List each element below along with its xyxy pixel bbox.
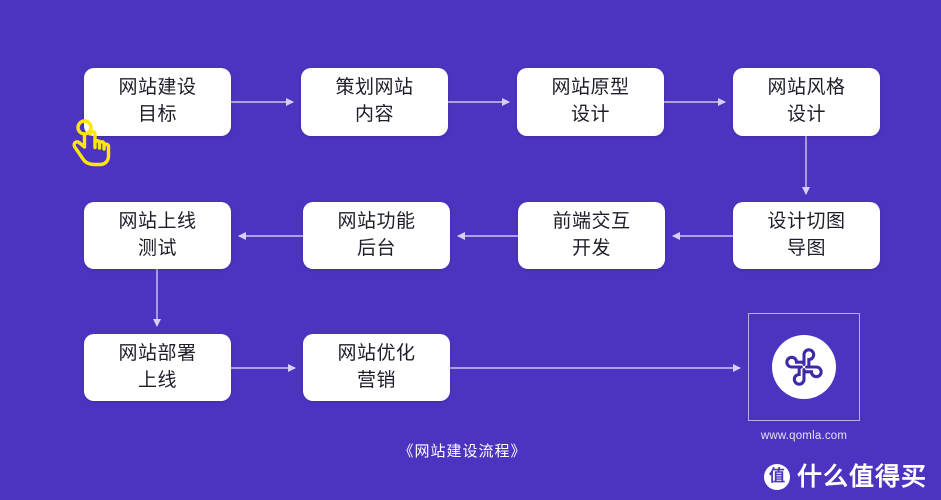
flow-node-n9[interactable]: 网站部署上线 (84, 334, 231, 401)
flow-node-n1[interactable]: 网站建设目标 (84, 68, 231, 136)
flow-node-line2: 营销 (356, 369, 396, 391)
flow-node-n2[interactable]: 策划网站内容 (301, 68, 448, 136)
tap-hand-cursor-icon (64, 116, 120, 172)
flow-node-line2: 测试 (137, 237, 177, 259)
flow-node-line2: 导图 (786, 237, 826, 259)
chart-caption-text: 《网站建设流程》 (398, 443, 527, 460)
flow-node-line1: 设计切图 (767, 210, 846, 232)
flow-node-line1: 网站建设 (118, 77, 197, 99)
flow-node-line1: 网站风格 (767, 77, 846, 99)
logo-frame (748, 313, 860, 421)
watermark-text: 什么值得买 (796, 462, 927, 491)
watermark: 值 什么值得买 (763, 462, 927, 491)
flow-node-line1: 网站功能 (337, 210, 416, 232)
flow-node-line2: 设计 (570, 104, 610, 125)
qomla-clover-logo (772, 335, 836, 399)
flow-node-line2: 开发 (571, 237, 611, 259)
flow-node-line2: 后台 (356, 237, 396, 259)
flow-node-n3[interactable]: 网站原型设计 (517, 68, 664, 136)
flow-node-n10[interactable]: 网站优化营销 (303, 334, 450, 401)
flow-node-line1: 前端交互 (552, 210, 631, 232)
flow-node-line1: 网站原型 (551, 77, 630, 99)
flow-node-n7[interactable]: 前端交互开发 (518, 202, 665, 269)
flow-node-line1: 网站优化 (337, 342, 416, 364)
flow-node-n6[interactable]: 网站功能后台 (303, 202, 450, 269)
flow-node-line1: 策划网站 (335, 77, 414, 99)
flow-node-line2: 设计 (786, 104, 826, 125)
flow-node-line1: 网站部署 (118, 342, 197, 364)
flow-node-line2: 上线 (137, 369, 177, 391)
flow-node-line2: 内容 (354, 104, 394, 125)
flow-node-line1: 网站上线 (118, 210, 197, 232)
flow-node-n8[interactable]: 设计切图导图 (733, 202, 880, 269)
flow-node-n4[interactable]: 网站风格设计 (733, 68, 880, 136)
flow-node-n5[interactable]: 网站上线测试 (84, 202, 231, 269)
site-url-label: www.qomla.com (760, 430, 848, 442)
flow-node-line2: 目标 (137, 104, 177, 125)
watermark-badge-icon: 值 (763, 464, 790, 490)
chart-caption: 《网站建设流程》 (0, 440, 941, 461)
